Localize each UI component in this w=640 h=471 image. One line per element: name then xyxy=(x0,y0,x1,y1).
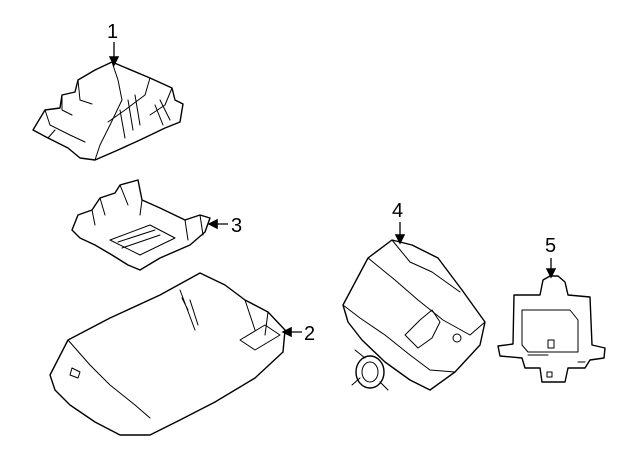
part-4-module xyxy=(342,239,486,391)
part-3-bracket xyxy=(71,179,211,271)
part-5-board xyxy=(497,275,606,383)
part-1-cover xyxy=(32,61,184,161)
callout-4: 4 xyxy=(392,200,403,222)
callout-3: 3 xyxy=(231,215,242,237)
callout-2: 2 xyxy=(304,323,315,345)
callout-1: 1 xyxy=(107,21,118,43)
part-2-lower-cover xyxy=(49,272,286,436)
callout-5: 5 xyxy=(545,235,556,257)
